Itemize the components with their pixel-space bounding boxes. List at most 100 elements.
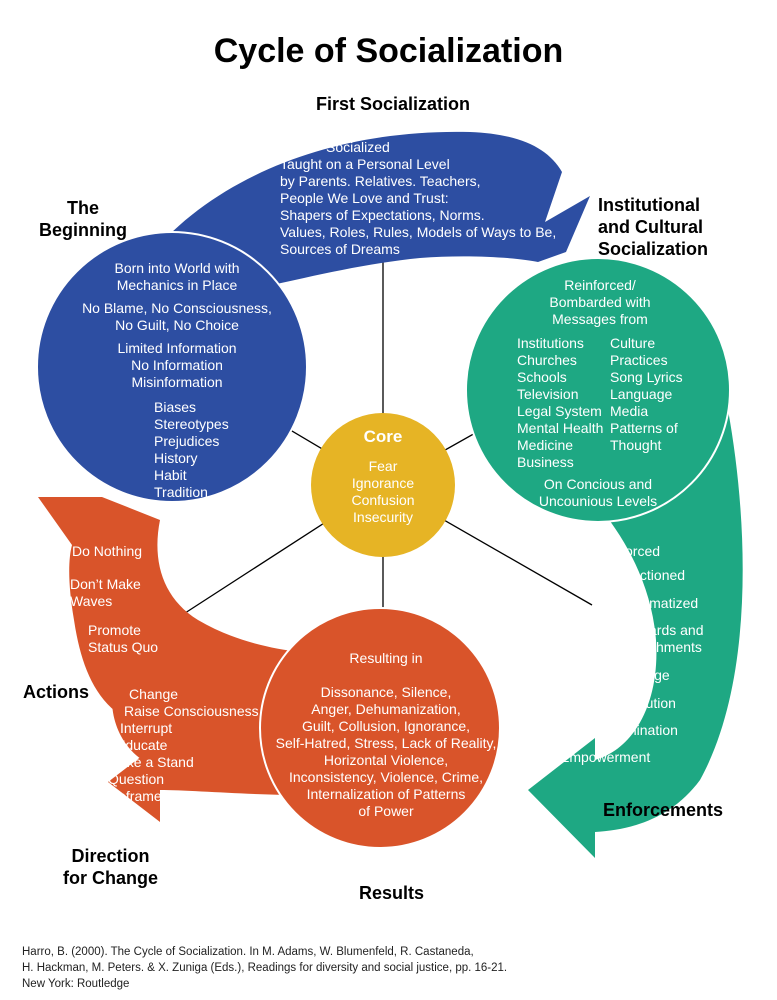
beginning-b3-line-1: Limited Information <box>117 340 237 356</box>
core-circle <box>311 413 455 557</box>
direction-item: Question <box>108 771 165 787</box>
results-line-6: Inconsistency, Violence, Crime, <box>288 769 483 785</box>
inst-col1-line-2: Churches <box>517 352 577 368</box>
stage-actions: Actions <box>23 682 90 702</box>
beginning-b4-line-6: Tradition <box>154 484 208 500</box>
beginning-b4-line-2: Stereotypes <box>154 416 229 432</box>
enforcement-item: Enforced <box>604 543 661 559</box>
blue-segment <box>36 131 590 503</box>
page-title: Cycle of Socialization <box>213 32 564 70</box>
action-item: Status Quo <box>88 639 159 655</box>
beginning-b1-line-2: Mechanics in Place <box>116 277 238 293</box>
core-item-1: Fear <box>368 458 398 474</box>
core-item-3: Confusion <box>351 492 415 508</box>
results-header: Resulting in <box>349 650 423 666</box>
inst-col2-line-4: Language <box>610 386 673 402</box>
inst-col1-line-5: Legal System <box>517 403 602 419</box>
direction-item: Change <box>129 686 179 702</box>
results-line-4: Self-Hatred, Stress, Lack of Reality, <box>275 735 497 751</box>
beginning-block-1: Born into World with Mechanics in Place <box>72 260 282 294</box>
beginning-block-2: No Blame, No Consciousness, No Guilt, No… <box>72 300 282 334</box>
enforcement-item: Privilege <box>616 667 670 683</box>
enforcement-item: Discrimination <box>590 722 678 738</box>
stage-beginning-line-2: Beginning <box>39 220 127 240</box>
results-line-3: Guilt, Collusion, Ignorance, <box>301 718 471 734</box>
beginning-b4-line-4: History <box>154 450 198 466</box>
direction-item: Interrupt <box>120 720 173 736</box>
core-label: Core <box>363 427 403 446</box>
stage-institutional-line-2: and Cultural <box>598 217 704 237</box>
first-soc-line-5: Shapers of Expectations, Norms. <box>280 207 485 223</box>
inst-col2-line-6: Patterns of <box>610 420 678 436</box>
first-socialization-text: Socialized Taught on a Personal Level by… <box>280 139 556 258</box>
first-soc-line-2: Taught on a Personal Level <box>280 156 450 172</box>
results-line-5: Horizontal Violence, <box>323 752 449 768</box>
citation-line-2: H. Hackman, M. Peters. & X. Zuniga (Eds.… <box>22 962 508 974</box>
stage-the-beginning: The Beginning <box>28 197 138 241</box>
action-item: Do Nothing <box>72 543 143 559</box>
results-line-1: Dissonance, Silence, <box>320 684 452 700</box>
enforcements-arrow-shape <box>528 410 743 858</box>
enforcement-item: Persecution <box>602 695 676 711</box>
stage-institutional: Institutional and Cultural Socialization <box>598 194 708 260</box>
institutional-circle <box>465 257 731 523</box>
stage-direction-line-1: Direction <box>71 846 150 866</box>
direction-item: Educate <box>116 737 168 753</box>
core-item-2: Ignorance <box>351 475 415 491</box>
enforcement-item: Punishments <box>621 639 702 655</box>
inst-col1-line-4: Television <box>517 386 579 402</box>
institutional-col-2: Culture Practices Song Lyrics Language M… <box>610 335 683 454</box>
inst-col1-line-6: Mental Health <box>517 420 604 436</box>
first-soc-line-7: Sources of Dreams <box>280 241 400 257</box>
citation-line-1: Harro, B. (2000). The Cycle of Socializa… <box>22 946 474 958</box>
beginning-b4-line-5: Habit <box>154 467 187 483</box>
beginning-circle <box>36 231 308 503</box>
results-line-7: Internalization of Patterns <box>306 786 466 802</box>
beginning-b1-line-1: Born into World with <box>114 260 240 276</box>
direction-item: Reframe <box>108 788 162 804</box>
enforcement-item: Stigmatized <box>625 595 699 611</box>
inst-col2-line-3: Song Lyrics <box>610 369 683 385</box>
beginning-b3-line-3: Misinformation <box>131 374 223 390</box>
citation-line-3: New York: Routledge <box>22 978 130 990</box>
stage-beginning-line-1: The <box>66 198 99 218</box>
inst-col2-line-7: Thought <box>610 437 662 453</box>
institutional-col-1: Institutions Churches Schools Television… <box>517 335 603 471</box>
beginning-b2-line-1: No Blame, No Consciousness, <box>82 300 272 316</box>
results-circle <box>259 607 501 849</box>
beginning-block-4: Biases Stereotypes Prejudices History Ha… <box>154 399 229 501</box>
direction-item: Take a Stand <box>112 754 194 770</box>
beginning-b2-line-2: No Guilt, No Choice <box>115 317 239 333</box>
inst-col1-line-8: Business <box>517 454 574 470</box>
actions-arrow-shape <box>38 497 315 715</box>
direction-arrow-shape <box>108 690 300 822</box>
inst-footer-line-2: Uncounious Levels <box>538 493 658 509</box>
orange-segment <box>38 497 501 849</box>
action-item: Waves <box>70 593 113 609</box>
enforcement-item: Sanctioned <box>615 567 686 583</box>
stage-direction-line-2: for Change <box>62 868 158 888</box>
inst-col1-line-1: Institutions <box>517 335 584 351</box>
beginning-block-3: Limited Information No Information Misin… <box>72 340 282 391</box>
inst-col2-line-1: Culture <box>610 335 656 351</box>
stage-results: Results <box>359 883 425 903</box>
stage-institutional-line-1: Institutional <box>598 195 700 215</box>
green-segment <box>465 257 743 858</box>
action-item: Don’t Make <box>70 576 141 592</box>
stage-first-socialization: First Socialization <box>315 94 471 114</box>
enforcement-item: Empowerment <box>560 749 651 765</box>
stage-enforcements: Enforcements <box>603 800 724 820</box>
core-items: Fear Ignorance Confusion Insecurity <box>323 458 443 526</box>
inst-header-line-2: Bombarded with <box>549 294 651 310</box>
beginning-b4-line-1: Biases <box>154 399 197 415</box>
citation: Harro, B. (2000). The Cycle of Socializa… <box>22 944 507 992</box>
direction-item: Raise Consciousness <box>124 703 259 719</box>
institutional-header: Reinforced/ Bombarded with Messages from <box>510 277 690 328</box>
enforcement-item: Rewards and <box>621 622 704 638</box>
first-soc-line-6: Values, Roles, Rules, Models of Ways to … <box>280 224 557 240</box>
inst-col2-line-5: Media <box>610 403 649 419</box>
inst-col1-line-7: Medicine <box>517 437 574 453</box>
core-item-4: Insecurity <box>353 509 413 525</box>
inst-header-line-1: Reinforced/ <box>564 277 636 293</box>
